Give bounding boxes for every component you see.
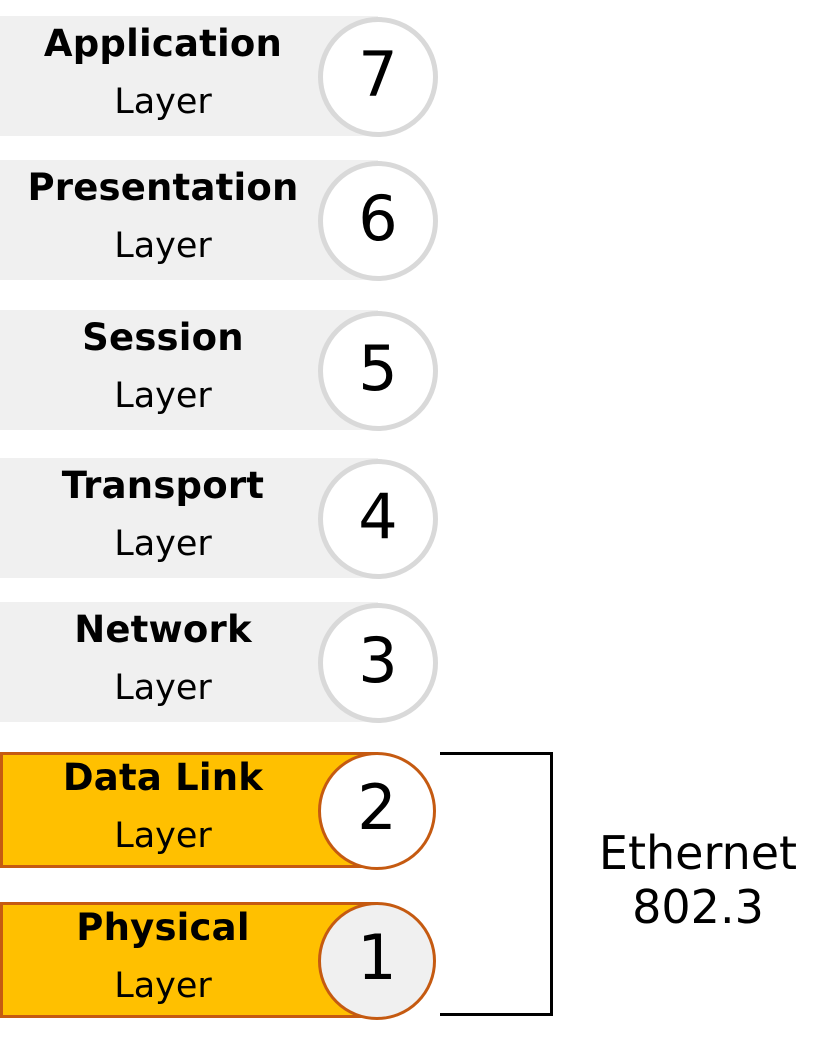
- layer-6-presentation: Presentation Layer 6: [0, 160, 438, 282]
- layer-sub: Layer: [114, 816, 212, 856]
- layer-bar: [0, 902, 378, 1018]
- layer-name: Network: [74, 608, 252, 651]
- layer-labels: Transport Layer: [0, 458, 326, 578]
- layer-labels: Application Layer: [0, 16, 326, 136]
- layer-sub: Layer: [114, 668, 212, 708]
- layer-number-circle: 5: [318, 311, 438, 431]
- layer-name: Session: [82, 316, 244, 359]
- layer-number: 3: [358, 624, 398, 697]
- layer-bar: [0, 458, 378, 578]
- layer-labels: Network Layer: [0, 602, 326, 722]
- layer-name: Application: [43, 22, 283, 65]
- layer-bar: [0, 310, 378, 430]
- layer-labels: Session Layer: [0, 310, 326, 430]
- layer-1-physical: Physical Layer 1: [0, 900, 436, 1022]
- layer-bar: [0, 16, 378, 136]
- layer-sub: Layer: [114, 376, 212, 416]
- ethernet-label-line2: 802.3: [632, 880, 764, 934]
- layer-sub: Layer: [114, 226, 212, 266]
- layer-number-circle: 1: [318, 902, 436, 1020]
- layer-name: Transport: [61, 464, 265, 507]
- layer-number: 2: [357, 771, 397, 844]
- layer-labels: Physical Layer: [0, 900, 326, 1020]
- layer-7-application: Application Layer 7: [0, 16, 438, 138]
- layer-labels: Presentation Layer: [0, 160, 326, 280]
- ethernet-label: Ethernet 802.3: [580, 826, 816, 934]
- layer-number: 7: [358, 38, 398, 111]
- layer-name: Data Link: [62, 756, 264, 799]
- layer-number: 6: [358, 182, 398, 255]
- layer-2-data-link: Data Link Layer 2: [0, 750, 436, 872]
- layer-sub: Layer: [114, 966, 212, 1006]
- layer-number-circle: 3: [318, 603, 438, 723]
- layer-number-circle: 2: [318, 752, 436, 870]
- layer-labels: Data Link Layer: [0, 750, 326, 870]
- layer-sub: Layer: [114, 82, 212, 122]
- layer-bar: [0, 160, 378, 280]
- layer-bar: [0, 752, 378, 868]
- layer-name: Physical: [76, 906, 250, 949]
- layer-number: 1: [357, 921, 397, 994]
- layer-5-session: Session Layer 5: [0, 310, 438, 432]
- ethernet-bracket: [440, 752, 553, 1016]
- layer-number: 5: [358, 332, 398, 405]
- layer-number-circle: 4: [318, 459, 438, 579]
- layer-number-circle: 7: [318, 17, 438, 137]
- layer-bar: [0, 602, 378, 722]
- layer-number: 4: [358, 480, 398, 553]
- layer-sub: Layer: [114, 524, 212, 564]
- layer-3-network: Network Layer 3: [0, 602, 438, 724]
- layer-name: Presentation: [27, 166, 299, 209]
- ethernet-label-line1: Ethernet: [598, 826, 798, 880]
- layer-number-circle: 6: [318, 161, 438, 281]
- layer-4-transport: Transport Layer 4: [0, 458, 438, 580]
